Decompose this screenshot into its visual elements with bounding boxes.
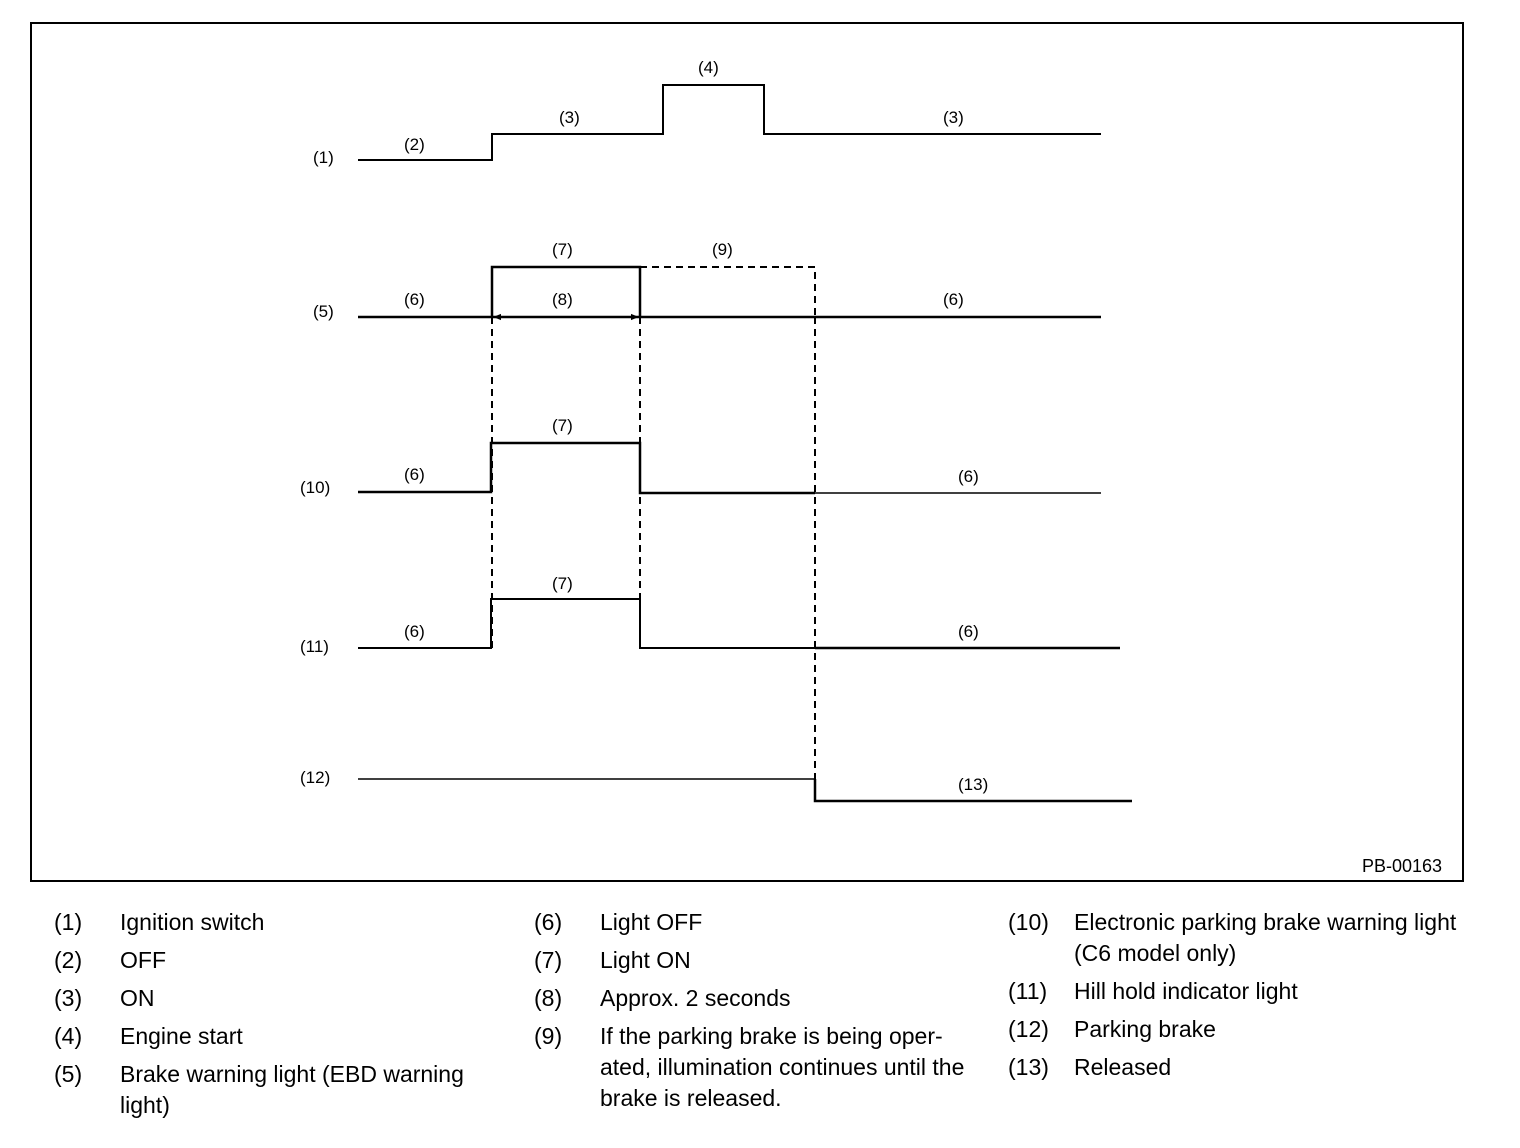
state-label-light-off-5b: (6): [943, 290, 964, 309]
legend-item-number: (4): [54, 1023, 83, 1049]
state-label-on-1: (3): [559, 108, 580, 127]
legend-item-text: If the parking brake is being oper-ated,…: [600, 1023, 965, 1111]
state-label-light-off-5a: (6): [404, 290, 425, 309]
state-label-light-on-10: (7): [552, 416, 573, 435]
legend-item-number: (9): [534, 1023, 563, 1049]
legend-column-2: (6) Light OFF (7) Light ON (8) Approx. 2…: [534, 907, 984, 1121]
legend-item-number: (8): [534, 985, 563, 1011]
legend-item: (2) OFF: [54, 945, 504, 976]
legend-item-number: (7): [534, 947, 563, 973]
legend-item: (1) Ignition switch: [54, 907, 504, 938]
epb-warning-trace: [358, 441, 815, 495]
legend-item-number: (2): [54, 947, 83, 973]
legend-item: (11) Hill hold indicator light: [1008, 976, 1468, 1007]
legend-item-text: Brake warning light (EBD warning light): [120, 1061, 464, 1118]
legend-column-3: (10) Electronic parking brake warning li…: [1008, 907, 1468, 1090]
signal-label-1: (1): [313, 148, 334, 167]
legend-item-text: OFF: [120, 947, 166, 973]
legend-item: (10) Electronic parking brake warning li…: [1008, 907, 1468, 969]
legend-column-1: (1) Ignition switch (2) OFF (3) ON (4) E…: [54, 907, 504, 1128]
legend-item-number: (12): [1008, 1016, 1049, 1042]
signal-label-5: (5): [313, 302, 334, 321]
legend-item-text: Parking brake: [1074, 1016, 1216, 1042]
state-label-on-2: (3): [943, 108, 964, 127]
legend-item-number: (3): [54, 985, 83, 1011]
state-label-off: (2): [404, 135, 425, 154]
state-label-light-off-10a: (6): [404, 465, 425, 484]
state-label-light-on-5: (7): [552, 240, 573, 259]
signal-label-12: (12): [300, 768, 330, 787]
legend-item-text: Light ON: [600, 947, 691, 973]
legend-item-number: (1): [54, 909, 83, 935]
legend-item-text: Engine start: [120, 1023, 243, 1049]
legend-item-text: Approx. 2 seconds: [600, 985, 791, 1011]
legend-item-number: (6): [534, 909, 563, 935]
legend-item: (8) Approx. 2 seconds: [534, 983, 984, 1014]
brake-warning-on-pulse: [490, 265, 642, 317]
legend-item: (9) If the parking brake is being oper-a…: [534, 1021, 984, 1114]
legend-item-number: (11): [1008, 978, 1048, 1004]
legend-item-text: Light OFF: [600, 909, 703, 935]
legend-item: (5) Brake warning light (EBD warning lig…: [54, 1059, 504, 1121]
legend-item-text: Released: [1074, 1054, 1172, 1080]
legend-item: (6) Light OFF: [534, 907, 984, 938]
signal-label-11: (11): [300, 637, 329, 656]
state-label-released: (13): [958, 775, 988, 794]
hill-hold-trace: [358, 598, 1120, 649]
timing-diagram: (1) (5) (10) (11) (12) (2) (3) (4) (3) (…: [300, 58, 1442, 876]
signal-label-10: (10): [300, 478, 330, 497]
legend-item: (4) Engine start: [54, 1021, 504, 1052]
legend-item-number: (13): [1008, 1054, 1049, 1080]
legend-item: (12) Parking brake: [1008, 1014, 1468, 1045]
legend-item: (13) Released: [1008, 1052, 1468, 1083]
diagram-frame: [30, 22, 1464, 882]
state-label-light-off-10b: (6): [958, 467, 979, 486]
figure-code: PB-00163: [1362, 856, 1442, 876]
state-label-approx: (8): [552, 290, 573, 309]
legend-item-number: (5): [54, 1061, 83, 1087]
legend-item-text: Ignition switch: [120, 909, 265, 935]
state-label-light-off-11a: (6): [404, 622, 425, 641]
state-label-light-off-11b: (6): [958, 622, 979, 641]
legend-item: (3) ON: [54, 983, 504, 1014]
legend-item: (7) Light ON: [534, 945, 984, 976]
legend-item-text: Electronic parking brake warning light (…: [1074, 909, 1457, 966]
legend-item-text: Hill hold indicator light: [1074, 978, 1298, 1004]
brake-warning-continues-dashed: [640, 266, 816, 317]
legend-item-text: ON: [120, 985, 155, 1011]
legend-item-number: (10): [1008, 909, 1049, 935]
ignition-switch-trace: [358, 84, 1101, 161]
state-label-light-on-11: (7): [552, 574, 573, 593]
state-label-engine-start: (4): [698, 58, 719, 77]
state-label-continues: (9): [712, 240, 733, 259]
